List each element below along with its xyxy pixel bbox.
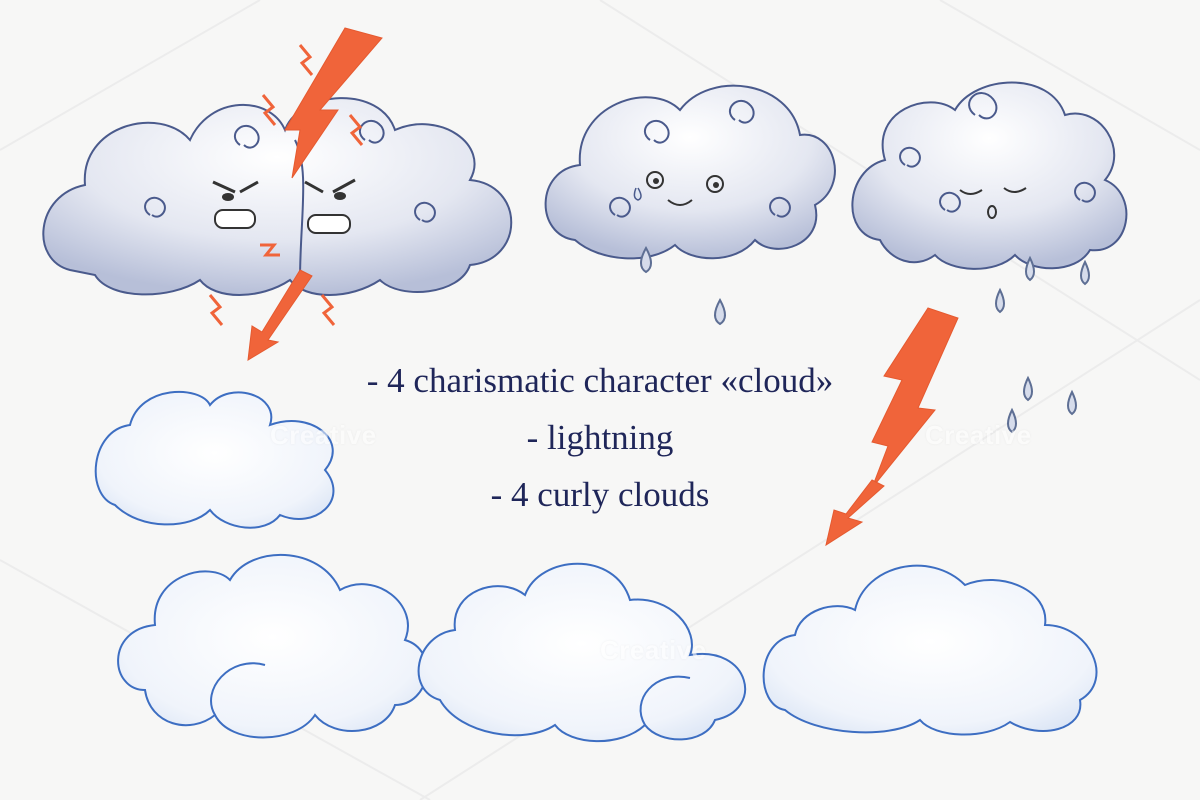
raindrop-icon [995, 255, 1090, 434]
watermark-logo: Creative [925, 420, 1032, 450]
caption-line-3: - 4 curly clouds [490, 475, 710, 514]
lightning-icon [208, 27, 383, 361]
caption-line-1: - 4 charismatic character «cloud» [366, 361, 834, 400]
plain-cloud-icon [117, 553, 428, 739]
plain-cloud-icon [417, 562, 747, 743]
caption-line-2: - lightning [526, 418, 674, 457]
raindrop-icon [640, 245, 726, 326]
plain-cloud-icon [94, 390, 335, 529]
feature-caption: - 4 charismatic character «cloud» - ligh… [300, 352, 900, 523]
lightning-icon [825, 307, 959, 547]
watermark-logo: Creative [600, 635, 707, 665]
plain-cloud-icon [762, 564, 1098, 736]
crying-cloud-icon [544, 84, 836, 260]
watermark-logo: Creative [270, 420, 377, 450]
angry-cloud-icon [42, 97, 513, 296]
sleepy-cloud-icon [851, 81, 1128, 270]
